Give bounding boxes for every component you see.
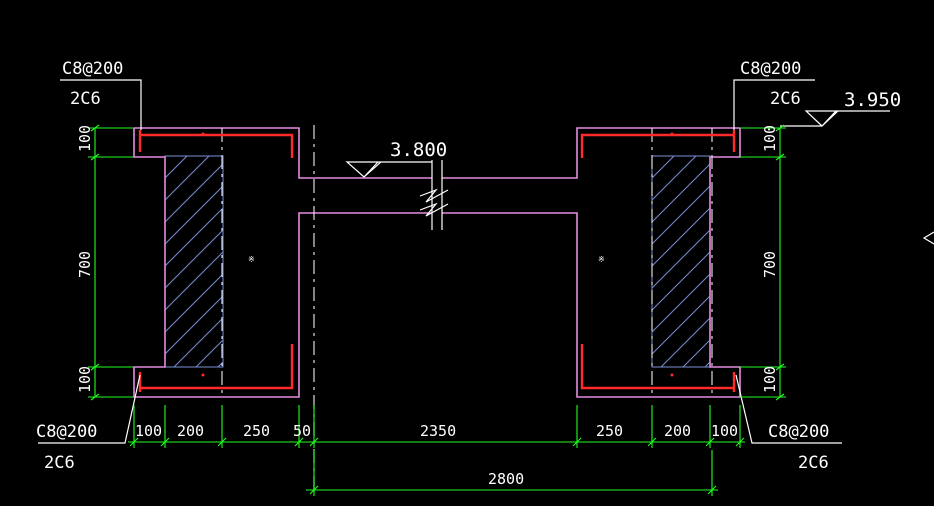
hatch-line [164, 155, 210, 201]
left-beam-outline [133, 127, 432, 398]
left-wall-hatch-lines [164, 155, 224, 368]
right-rebar-dot [670, 373, 674, 377]
break-symbol [419, 160, 449, 230]
hatch-line [651, 229, 711, 289]
left-dim-top: 100 [76, 125, 94, 152]
top-right-stirrup-label: C8@200 [740, 59, 801, 79]
h-dim-5: 2350 [420, 422, 456, 440]
left-rebar-dot [201, 373, 205, 377]
bottom-left-bars-label: 2C6 [44, 453, 75, 473]
hatch-line [651, 273, 711, 333]
hatch-line [660, 317, 711, 368]
right-vertical-dimension: 100 700 100 [740, 124, 786, 401]
h-dim-1: 100 [135, 422, 162, 440]
left-top-rebar [138, 130, 294, 158]
h-dim-7: 200 [664, 422, 691, 440]
hatch-line [164, 229, 224, 289]
h-dim-6: 250 [596, 422, 623, 440]
bottom-left-stirrup-label: C8@200 [36, 422, 97, 442]
h-dim-3: 250 [243, 422, 270, 440]
top-right-bars-label: 2C6 [770, 89, 801, 109]
right-edge-arrow-fragment [922, 231, 934, 245]
overall-dim-value: 2800 [488, 470, 524, 488]
hatch-line [651, 185, 711, 245]
left-dim-middle: 700 [76, 251, 94, 278]
bottom-right-bars-label: 2C6 [798, 453, 829, 473]
left-small-mark: ※ [248, 255, 255, 264]
elevation-right-value: 3.950 [844, 89, 901, 111]
hatch-line [164, 295, 224, 355]
elevation-left-value: 3.800 [390, 139, 447, 161]
h-dim-8: 100 [711, 422, 738, 440]
hatch-line [651, 251, 711, 311]
hatch-line [164, 273, 224, 333]
right-small-mark: ※ [598, 255, 605, 264]
elevation-mark-right: 3.950 [780, 89, 901, 127]
right-dim-top: 100 [761, 125, 779, 152]
hatch-line [173, 317, 224, 368]
left-bottom-rebar [138, 344, 294, 392]
hatch-line [651, 155, 697, 201]
bottom-left-label-group: C8@200 2C6 [36, 374, 141, 473]
left-wall-hatch-area [164, 155, 224, 368]
hatch-line [704, 361, 711, 368]
right-rebar-dot [670, 132, 674, 136]
hatch-line [195, 339, 224, 368]
horizontal-dimension: 100 200 250 50 2350 250 200 100 [128, 405, 745, 448]
right-wall-hatch-area [651, 155, 711, 368]
top-left-label-group: C8@200 2C6 [60, 59, 142, 130]
hatch-line [651, 163, 711, 223]
right-beam-section: ※ [442, 127, 741, 398]
left-rebar-dot [201, 132, 205, 136]
hatch-line [651, 155, 675, 179]
bottom-right-label-group: C8@200 2C6 [735, 374, 842, 473]
elevation-mark-left: 3.800 [345, 139, 447, 178]
top-left-bars-label: 2C6 [70, 89, 101, 109]
hatch-line [164, 207, 224, 267]
right-bottom-rebar [580, 344, 736, 392]
right-dim-bottom: 100 [761, 366, 779, 393]
hatch-line [651, 207, 711, 267]
left-dim-bottom: 100 [76, 366, 94, 393]
h-dim-4: 50 [293, 422, 311, 440]
right-wall-hatch-lines [651, 155, 711, 368]
hatch-line [651, 295, 711, 355]
right-beam-outline [442, 127, 741, 398]
left-vertical-dimension: 100 700 100 [76, 124, 134, 401]
right-dim-middle: 700 [761, 251, 779, 278]
bottom-right-stirrup-label: C8@200 [768, 422, 829, 442]
hatch-line [217, 361, 224, 368]
hatch-line [164, 163, 224, 223]
hatch-line [164, 155, 188, 179]
h-dim-2: 200 [177, 422, 204, 440]
overall-dimension: 2800 [306, 450, 718, 496]
top-left-stirrup-label: C8@200 [62, 59, 123, 79]
hatch-line [164, 185, 224, 245]
hatch-line [682, 339, 711, 368]
right-top-rebar [580, 130, 736, 158]
hatch-line [164, 251, 224, 311]
top-right-label-group: C8@200 2C6 [733, 59, 815, 130]
